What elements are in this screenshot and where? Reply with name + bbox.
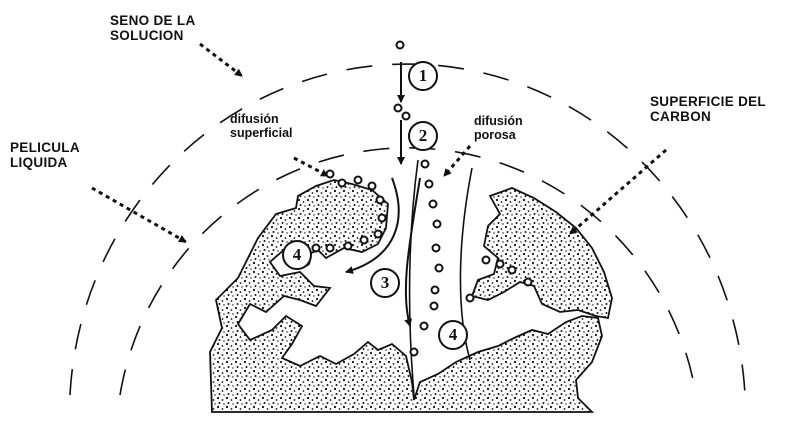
liquid-film-label: PELICULA LIQUIDA [10,140,80,170]
molecule [379,215,386,222]
carbon-particle-right-lobe [472,188,612,318]
molecule [426,181,433,188]
bulk-solution-label: SENO DE LA SOLUCION [110,13,196,43]
liquid-film-pointer [92,188,186,242]
molecule [434,221,441,228]
molecule [411,349,418,356]
molecule [467,295,474,302]
molecule [497,261,504,268]
surface-diffusion-label: difusión superficial [230,112,293,140]
carbon-surface-label: SUPERFICIE DEL CARBON [650,94,766,124]
bulk-solution-pointer [200,44,242,76]
molecule [432,287,439,294]
molecule [421,323,428,330]
step-1-badge: 1 [408,61,438,91]
step-4-badge-left: 4 [282,240,312,270]
pore-diffusion-pointer [444,146,470,176]
pore-diffusion-label: difusión porosa [474,114,523,142]
molecule [403,113,410,120]
step-2-badge: 2 [408,121,438,151]
molecule [422,161,429,168]
molecule [361,237,368,244]
molecule [509,267,516,274]
molecule [327,245,334,252]
molecule [345,243,352,250]
molecule [436,265,443,272]
molecule [313,245,320,252]
carbon-surface-boundary [120,148,696,395]
molecule [377,197,384,204]
molecule [369,183,376,190]
molecule [339,180,346,187]
molecule [433,245,440,252]
molecule [430,201,437,208]
molecule [525,279,532,286]
step-3-badge: 3 [370,268,400,298]
molecule [431,303,438,310]
molecule [375,231,382,238]
molecule [395,105,402,112]
molecule [483,257,490,264]
carbon-surface-pointer [570,150,666,234]
molecule [397,42,404,49]
molecule [327,171,334,178]
molecule [355,177,362,184]
step-4-badge-right: 4 [438,320,468,350]
